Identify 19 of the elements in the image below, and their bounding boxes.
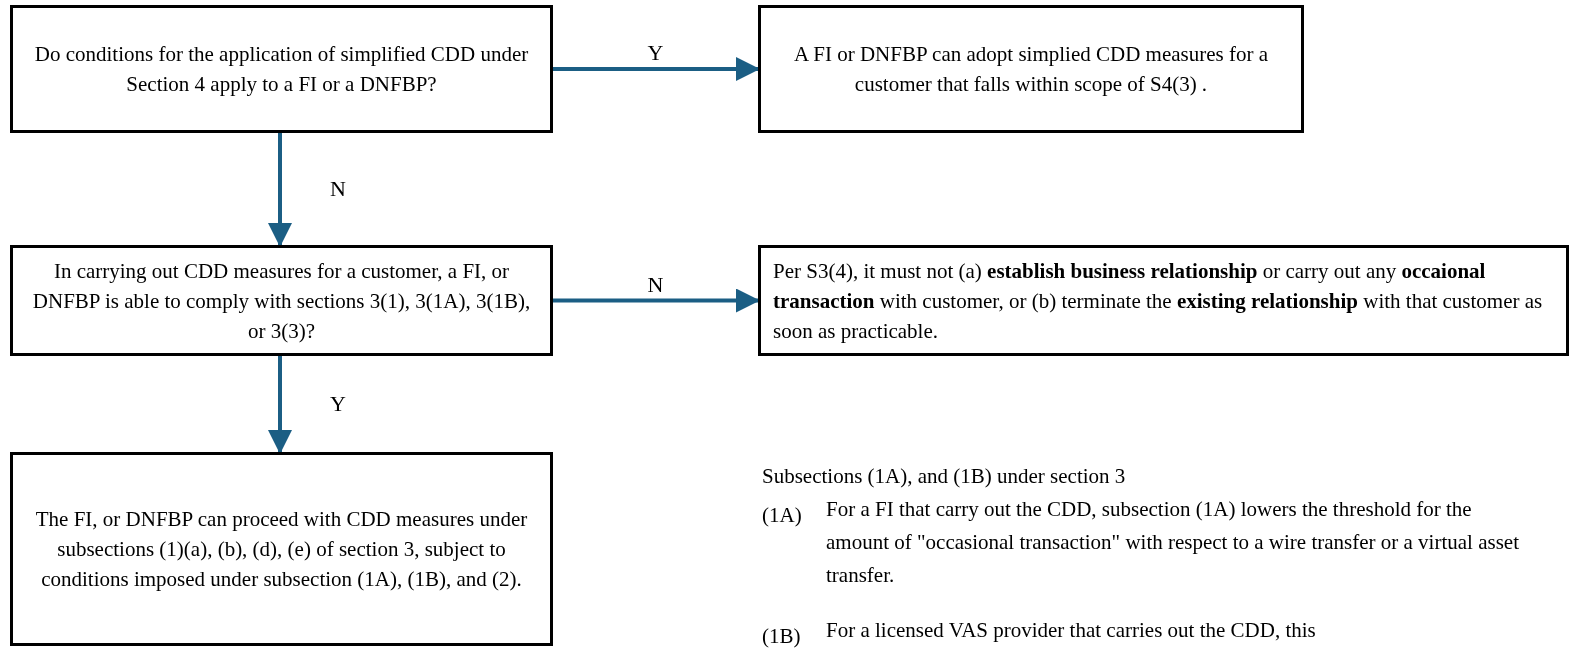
box-text: The FI, or DNFBP can proceed with CDD measures under subsections (1)(a), (b), (d), (e) of section 3, subject to conditions imposed under subsection (1A), (1B), and (2).	[34, 506, 529, 593]
box-text: In carrying out CDD measures for a customer, a FI, or DNFBP is able to comply with sections 3(1), 3(1A), 3(1B), or 3(3)?	[31, 257, 532, 345]
process-box	[10, 245, 553, 356]
note-marker: (1A)	[762, 502, 803, 529]
arrow	[553, 57, 760, 81]
note-text: For a licensed VAS provider that carries out the CDD, this	[826, 617, 1317, 644]
box-text: Do conditions for the application of simplified CDD under Section 4 apply to a FI or a DNFBP?	[33, 41, 530, 98]
process-box	[10, 452, 553, 646]
note-text: For a FI that carry out the CDD, subsection (1A) lowers the threshold for the amount of "occasional transaction" with respect to a wire transfer or a virtual asset transfer.	[826, 496, 1520, 589]
process-box	[758, 5, 1304, 133]
box-text: A FI or DNFBP can adopt simplied CDD measures for a customer that falls within scope of S4(3) .	[793, 41, 1269, 98]
note-marker: (1B)	[762, 623, 802, 648]
process-box	[758, 245, 1569, 356]
arrow	[268, 133, 292, 247]
box-text: Per S3(4), it must not (a) establish business relationship or carry out any occaional transaction with customer, or (b) terminate the existing relationship with that customer as soon as practicable.	[773, 257, 1544, 345]
arrow	[553, 288, 760, 313]
process-box	[10, 5, 553, 133]
note-heading: Subsections (1A), and (1B) under section 3	[762, 463, 1127, 490]
arrow	[268, 356, 292, 454]
